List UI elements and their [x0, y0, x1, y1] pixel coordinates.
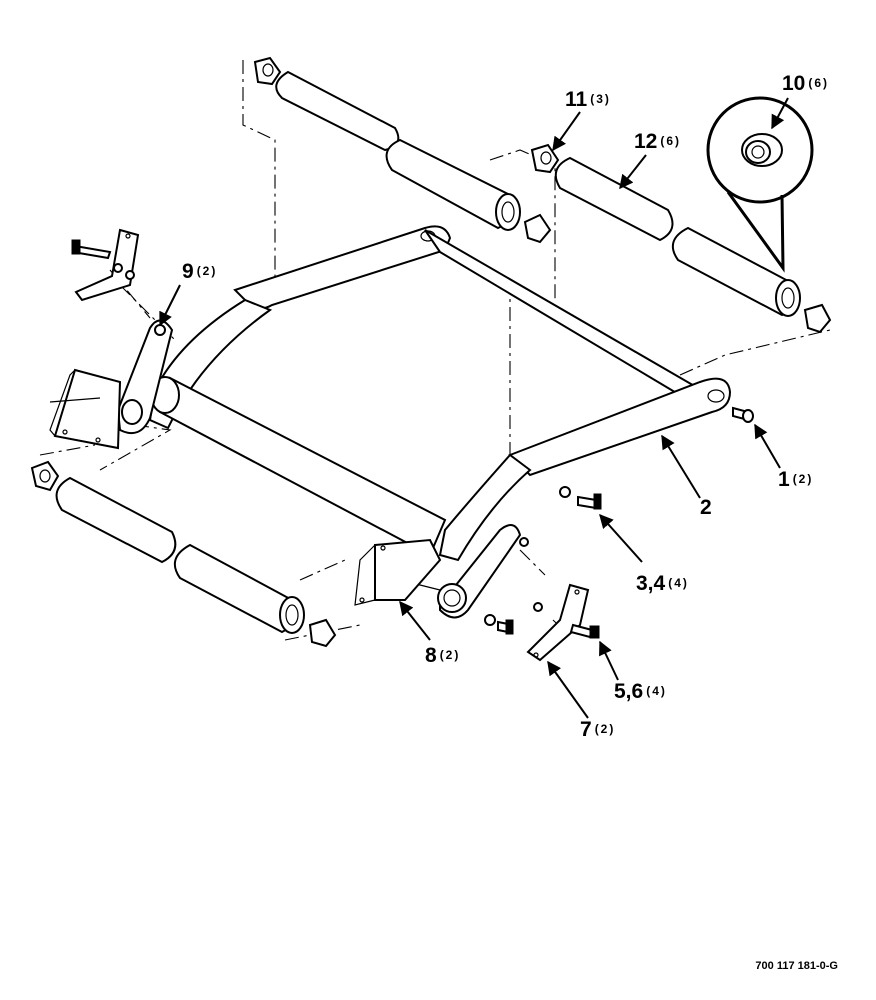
bearing-detail-circle	[706, 96, 814, 273]
right-mount-bracket	[354, 538, 442, 606]
left-strap	[71, 228, 140, 302]
callout-7: 7(2)	[580, 718, 616, 741]
callout-12: 10(6)	[782, 72, 830, 95]
roller-top-right	[530, 143, 832, 334]
callout-9: 9(2)	[182, 260, 218, 283]
roller-top-left	[253, 56, 552, 244]
leader-lines	[159, 97, 789, 719]
callout-5-6: 5,6(4)	[614, 680, 667, 703]
callout-3-4: 3,4(4)	[636, 572, 689, 595]
callout-11: 12(6)	[634, 130, 682, 153]
roller-bottom-left	[30, 460, 337, 648]
callout-1: 1(2)	[778, 468, 814, 491]
figure-id: 700 117 181-0-G	[755, 960, 838, 972]
bolts	[154, 324, 754, 635]
left-mount-bracket	[49, 368, 122, 450]
main-frame	[116, 225, 732, 619]
callout-10: 11(3)	[565, 88, 611, 111]
callout-8: 8(2)	[425, 644, 461, 667]
callout-2: 2	[700, 496, 712, 519]
right-strap	[519, 537, 600, 662]
